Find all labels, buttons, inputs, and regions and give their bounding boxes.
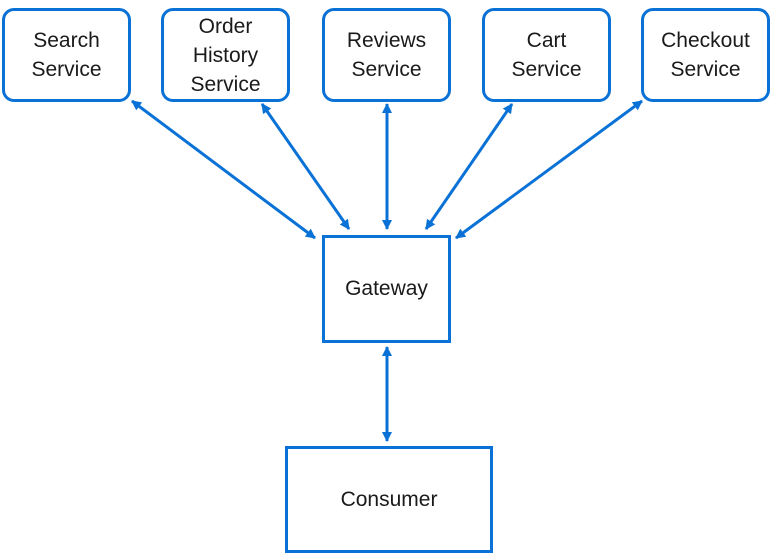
service-node-reviews: Reviews Service bbox=[322, 8, 451, 102]
service-label-checkout: Checkout Service bbox=[661, 29, 750, 81]
arrow-gateway-order-history bbox=[260, 103, 351, 230]
consumer-node: Consumer bbox=[285, 446, 493, 553]
service-label-cart: Cart Service bbox=[511, 29, 582, 81]
service-label-order-history: Order History Service bbox=[190, 14, 261, 96]
consumer-label: Consumer bbox=[340, 487, 438, 511]
service-label-search: Search Service bbox=[31, 29, 102, 81]
service-node-order-history: Order History Service bbox=[161, 8, 290, 102]
gateway-label: Gateway bbox=[345, 277, 428, 300]
service-node-cart: Cart Service bbox=[482, 8, 611, 102]
arrow-gateway-checkout bbox=[455, 99, 643, 240]
gateway-node: Gateway bbox=[322, 235, 451, 343]
service-node-search: Search Service bbox=[2, 8, 131, 102]
service-label-reviews: Reviews Service bbox=[346, 29, 427, 81]
service-node-checkout: Checkout Service bbox=[641, 8, 770, 102]
arrow-gateway-cart bbox=[424, 103, 514, 230]
arrow-gateway-search bbox=[131, 99, 316, 240]
